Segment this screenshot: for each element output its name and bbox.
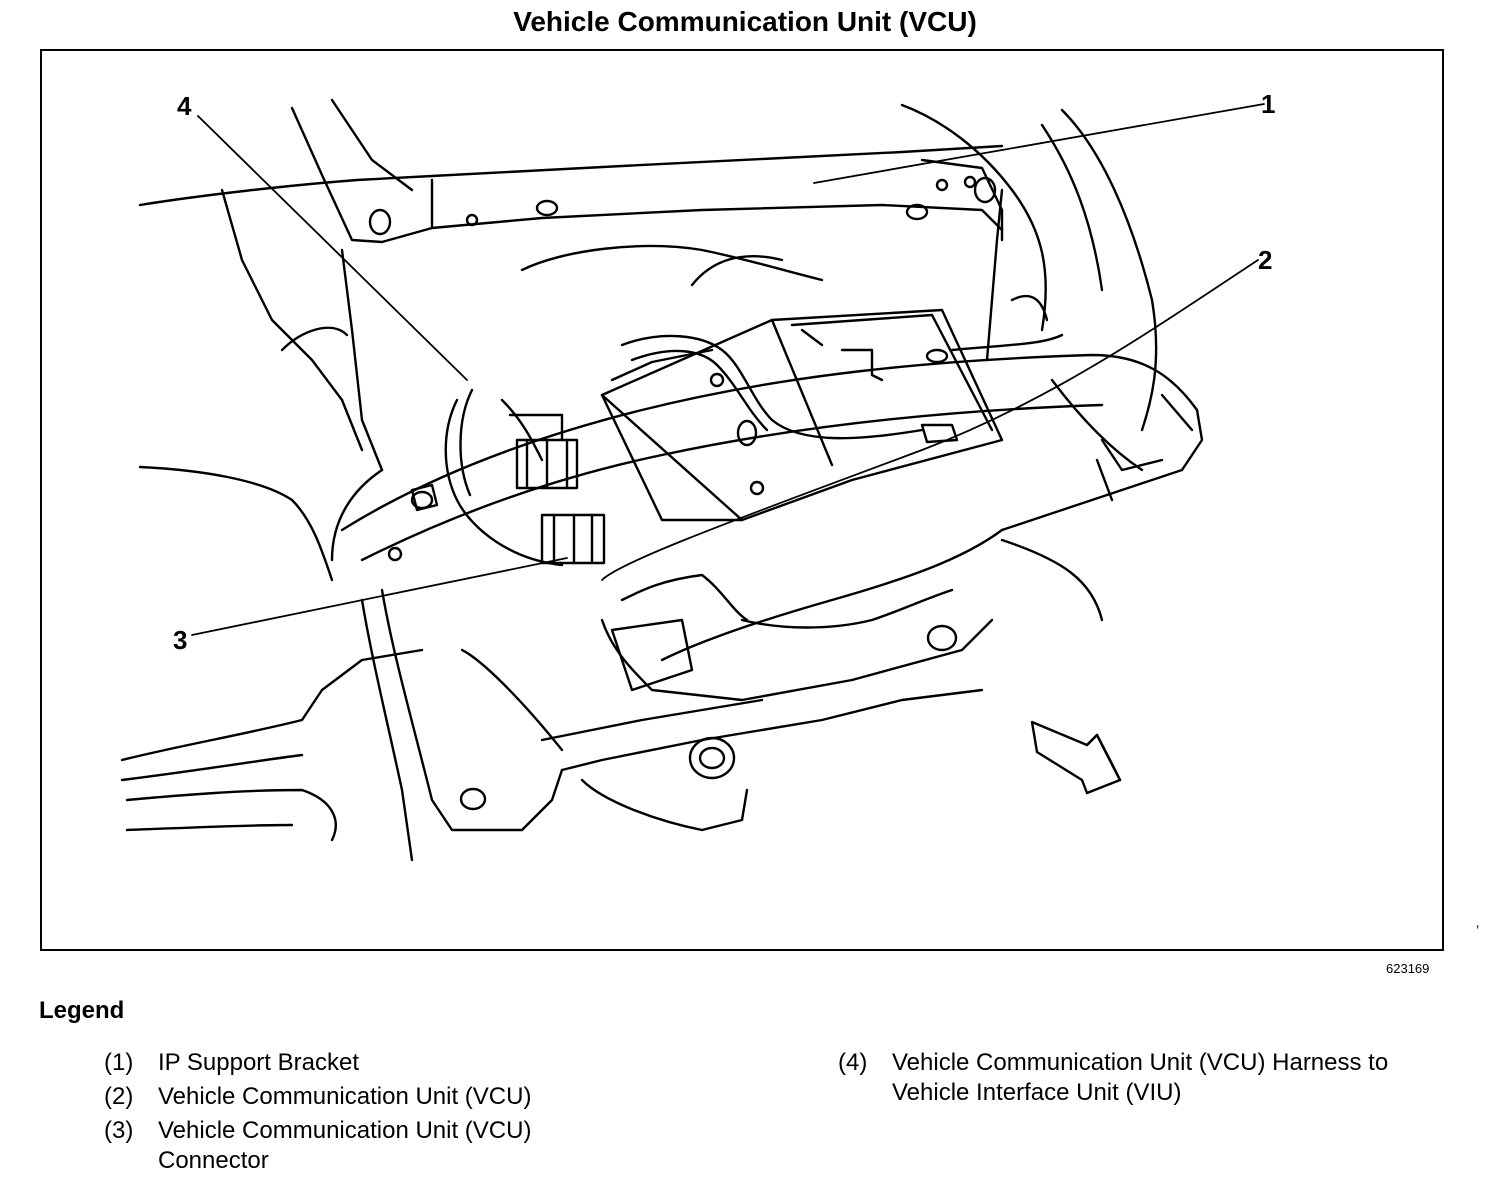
- leader-line-1: [813, 103, 1265, 184]
- vcu-illustration: [120, 98, 1265, 862]
- legend-label: IP Support Bracket: [158, 1049, 359, 1076]
- legend-item-4: (4) Vehicle Communication Unit (VCU) Har…: [838, 1048, 1458, 1108]
- legend-item-3: (3) Vehicle Communication Unit (VCU) Con…: [104, 1116, 664, 1176]
- callout-2: 2: [1258, 245, 1273, 275]
- front-arrow-icon: [1030, 720, 1122, 795]
- stray-mark: ’: [1476, 922, 1480, 938]
- legend-column-right: (4) Vehicle Communication Unit (VCU) Har…: [838, 1048, 1458, 1112]
- legend-heading: Legend: [39, 997, 125, 1024]
- diagram-title: Vehicle Communication Unit (VCU): [513, 6, 977, 37]
- vcu-module-drawing: [600, 308, 1004, 522]
- cross-car-beam-drawing: [340, 353, 1204, 811]
- vcu-harness-drawing: [444, 244, 1064, 567]
- lower-structure-drawing: [120, 378, 1164, 862]
- figure-id: 623169: [1386, 961, 1430, 976]
- legend-number: (4): [838, 1049, 868, 1076]
- leader-lines: [191, 103, 1265, 636]
- callout-1: 1: [1261, 89, 1276, 119]
- legend-number: (1): [104, 1049, 134, 1076]
- ip-support-bracket-drawing: [138, 98, 1158, 432]
- legend-label: Vehicle Communication Unit (VCU): [158, 1083, 532, 1110]
- legend-number: (2): [104, 1083, 134, 1110]
- legend-item-2: (2) Vehicle Communication Unit (VCU): [104, 1082, 664, 1112]
- illustration-frame: 1 2 3 4: [40, 49, 1444, 951]
- leader-line-3: [191, 557, 568, 636]
- leader-line-2: [601, 259, 1259, 581]
- callout-4: 4: [177, 91, 192, 121]
- legend-item-1: (1) IP Support Bracket: [104, 1048, 664, 1078]
- legend-label: Vehicle Communication Unit (VCU) Harness…: [892, 1049, 1389, 1106]
- legend-column-left: (1) IP Support Bracket (2) Vehicle Commu…: [104, 1048, 664, 1180]
- legend-number: (3): [104, 1117, 134, 1144]
- left-body-panel: [138, 188, 384, 582]
- legend-label: Vehicle Communication Unit (VCU) Connect…: [158, 1117, 532, 1174]
- leader-line-4: [197, 115, 468, 381]
- vcu-connector-drawing: [508, 413, 606, 565]
- callout-3: 3: [173, 625, 188, 655]
